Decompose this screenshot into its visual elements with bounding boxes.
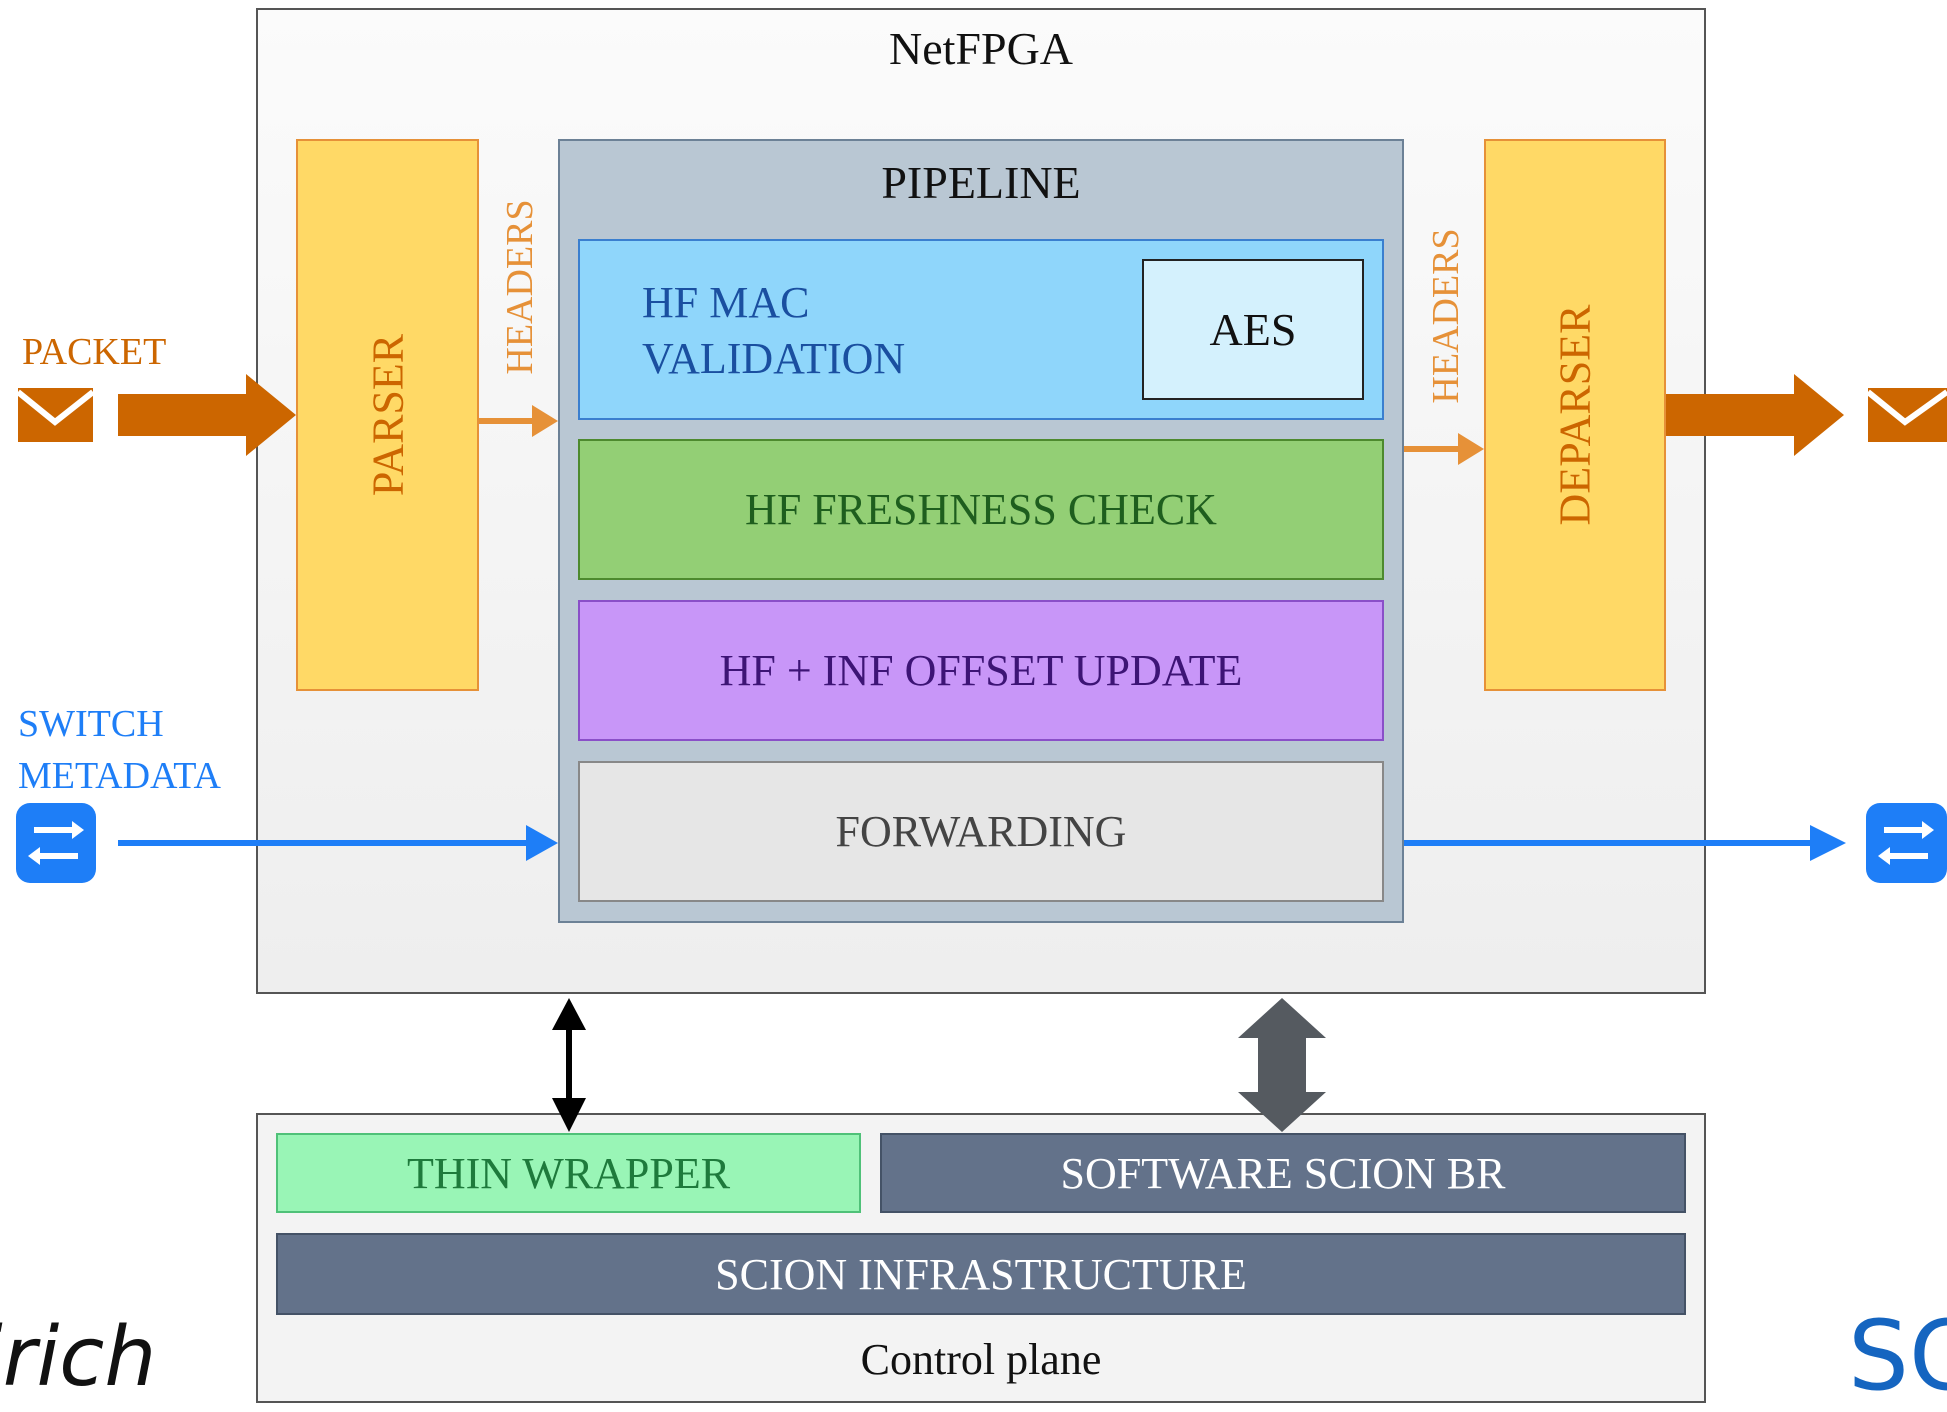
- headers-in-arrow: [479, 405, 558, 437]
- envelope-icon: [16, 388, 95, 442]
- packet-label: PACKET: [22, 331, 167, 373]
- switch-icon: [16, 803, 96, 883]
- parser-block: PARSER: [296, 139, 479, 691]
- switch-line1: SWITCH: [18, 703, 164, 745]
- aes-block: AES: [1142, 259, 1364, 400]
- hf-mac-validation-label: HF MAC VALIDATION: [642, 275, 905, 387]
- switch-icon: [1866, 803, 1947, 883]
- packet-out-arrow: [1666, 374, 1844, 456]
- metadata-out-arrow: [1404, 825, 1846, 861]
- scion-infrastructure-block: SCION INFRASTRUCTURE: [276, 1233, 1686, 1315]
- thin-wrapper-link-arrow: [552, 998, 586, 1132]
- envelope-icon: [1866, 388, 1947, 442]
- switch-line2: METADATA: [18, 755, 221, 797]
- headers-out-arrow: [1404, 433, 1484, 465]
- eth-logo-text: irich: [0, 1310, 157, 1405]
- offset-update-block: HF + INF OFFSET UPDATE: [578, 600, 1384, 741]
- pipeline-title: PIPELINE: [881, 157, 1081, 208]
- hf-mac-line2: VALIDATION: [642, 334, 906, 383]
- freshness-check-block: HF FRESHNESS CHECK: [578, 439, 1384, 580]
- control-plane-label: Control plane: [860, 1335, 1102, 1384]
- switch-metadata-label: SWITCH METADATA: [18, 698, 221, 802]
- netfpga-title: NetFPGA: [888, 23, 1074, 74]
- software-scion-br-block: SOFTWARE SCION BR: [880, 1133, 1686, 1213]
- hf-mac-line1: HF MAC: [642, 278, 810, 327]
- thin-wrapper-block: THIN WRAPPER: [276, 1133, 861, 1213]
- software-br-link-arrow: [1238, 998, 1326, 1132]
- metadata-in-arrow: [118, 825, 558, 861]
- forwarding-block: FORWARDING: [578, 761, 1384, 902]
- packet-in-arrow: [118, 374, 296, 456]
- deparser-block: DEPARSER: [1484, 139, 1666, 691]
